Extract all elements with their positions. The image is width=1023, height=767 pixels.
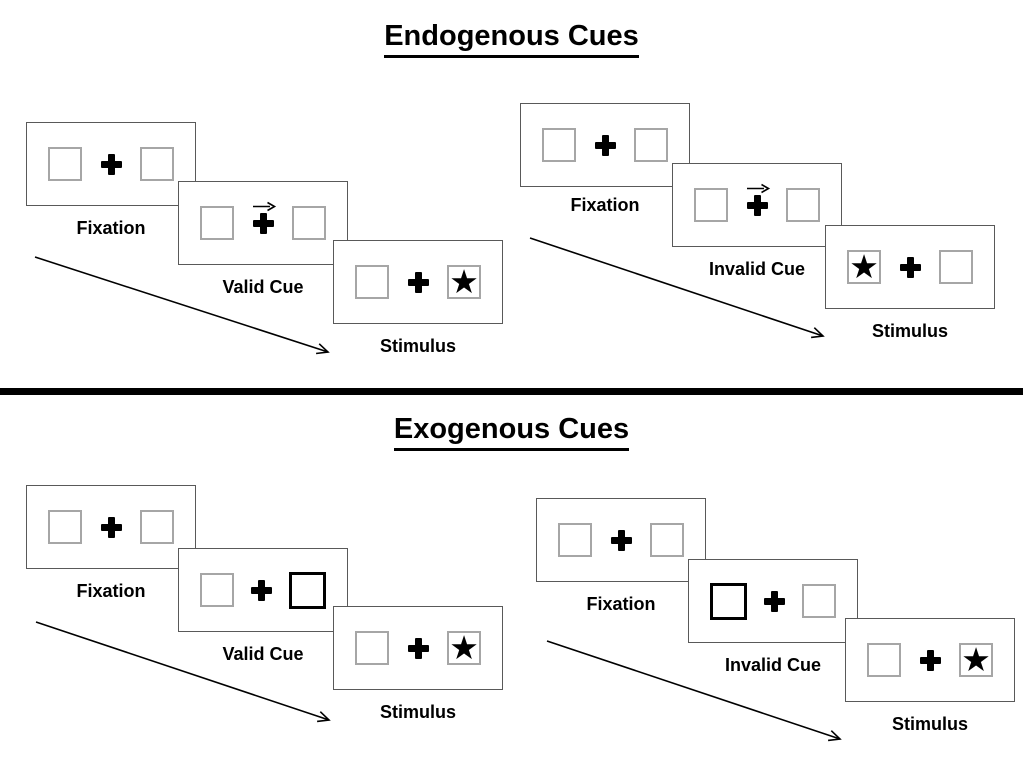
valid-cue-panel [178,181,348,265]
stimulus-center [917,619,943,701]
section-title-endogenous-text: Endogenous Cues [384,20,639,58]
fixation-center [98,123,124,205]
fixation-cross-icon [252,212,274,234]
time-arrow [34,256,330,355]
target-box: ★ [959,643,993,677]
star-target-icon: ★ [449,628,479,666]
stimulus-center [897,226,923,308]
stimulus-panel: ★ [333,240,503,324]
fixation-center [98,486,124,568]
right-placeholder-box [786,188,820,222]
right-placeholder-box [802,584,836,618]
panel-label-fixation: Fixation [76,218,146,238]
panel-label-stimulus: Stimulus [891,714,968,734]
fixation-panel [520,103,690,187]
stimulus-center [405,241,431,323]
right-placeholder-box [140,510,174,544]
fixation-cross-icon [899,256,921,278]
cue-center [762,560,788,642]
highlighted-cue-box [289,571,326,609]
fixation-center [592,104,618,186]
highlighted-cue-box [710,582,747,620]
fixation-cross-icon [407,271,429,293]
invalid-cue-panel [688,559,858,643]
panel-label-invalid-cue: Invalid Cue [708,259,806,279]
right-arrow-cue-icon [746,183,771,194]
panel-label-stimulus: Stimulus [379,336,456,356]
star-target-icon: ★ [449,262,479,300]
fixation-cross-icon [746,194,768,216]
left-placeholder-box [200,206,234,240]
fixation-cross-icon [407,637,429,659]
panel-label-invalid-cue: Invalid Cue [724,655,822,675]
left-placeholder-box [542,128,576,162]
fixation-cross-icon [764,590,785,612]
fixation-cross-icon [919,649,941,671]
right-placeholder-box [650,523,684,557]
panel-label-fixation: Fixation [570,195,640,215]
cue-center [250,182,277,264]
stimulus-center [405,607,431,689]
fixation-center [608,499,634,581]
star-target-icon: ★ [961,640,991,678]
section-title-exogenous-text: Exogenous Cues [393,413,630,451]
section-divider [0,388,1023,395]
stimulus-panel: ★ [333,606,503,690]
fixation-panel [26,122,196,206]
left-placeholder-box [867,643,901,677]
fixation-panel [536,498,706,582]
left-placeholder-box [200,573,234,607]
right-placeholder-box [140,147,174,181]
cue-center [249,549,275,631]
target-box: ★ [447,631,481,665]
fixation-cross-icon [594,134,616,156]
fixation-cross-icon [251,579,272,601]
target-box: ★ [847,250,881,284]
fixation-cross-icon [100,516,122,538]
right-placeholder-box [292,206,326,240]
panel-label-fixation: Fixation [586,594,656,614]
fixation-cross-icon [100,153,122,175]
time-arrow [546,640,842,742]
fixation-panel [26,485,196,569]
fixation-cross-icon [610,529,632,551]
left-placeholder-box [355,631,389,665]
stimulus-panel: ★ [845,618,1015,702]
right-placeholder-box [939,250,973,284]
panel-label-valid-cue: Valid Cue [222,277,304,297]
panel-label-fixation: Fixation [76,581,146,601]
cue-center [744,164,771,246]
star-target-icon: ★ [849,247,879,285]
valid-cue-panel [178,548,348,632]
section-title-exogenous: Exogenous Cues [0,413,1023,451]
right-placeholder-box [634,128,668,162]
left-placeholder-box [355,265,389,299]
invalid-cue-panel [672,163,842,247]
target-box: ★ [447,265,481,299]
stimulus-panel: ★ [825,225,995,309]
time-arrow [529,237,825,339]
section-title-endogenous: Endogenous Cues [0,20,1023,58]
panel-label-valid-cue: Valid Cue [222,644,304,664]
time-arrow [35,621,331,723]
panel-label-stimulus: Stimulus [871,321,948,341]
right-arrow-cue-icon [252,201,277,212]
left-placeholder-box [48,147,82,181]
left-placeholder-box [48,510,82,544]
panel-label-stimulus: Stimulus [379,702,456,722]
left-placeholder-box [558,523,592,557]
left-placeholder-box [694,188,728,222]
